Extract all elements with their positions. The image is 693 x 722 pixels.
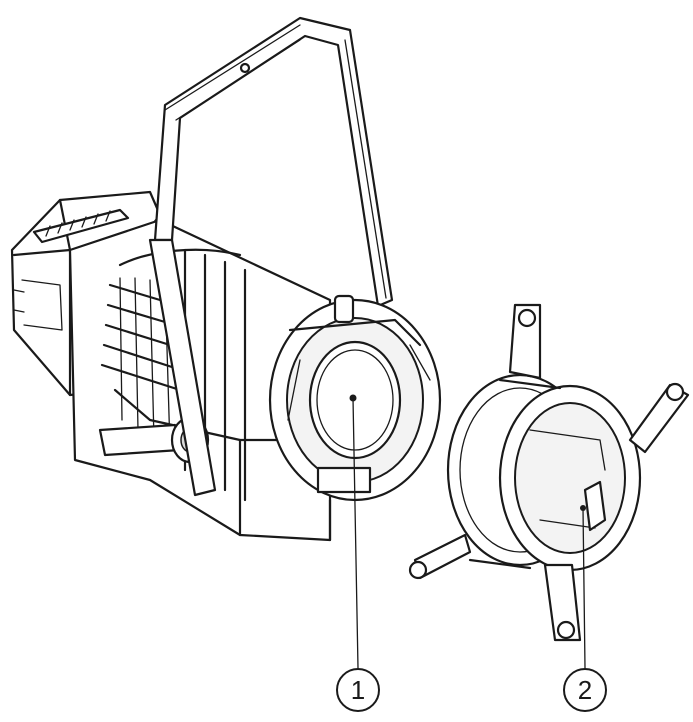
front-lens [308, 340, 402, 460]
mounting-ear-left [408, 533, 472, 580]
spotlight-fixture [10, 16, 442, 542]
callout-2-circle [563, 668, 607, 712]
callout-2-label: 2 [578, 675, 592, 705]
callout-1-leader-line [352, 397, 359, 669]
callout-1-circle [336, 668, 380, 712]
gobo-holder-ring [408, 303, 690, 642]
mounting-ear-top [508, 303, 542, 380]
callout-1: 1 [336, 397, 380, 712]
callout-2: 2 [563, 507, 607, 712]
top-connector-panel [32, 208, 130, 244]
mounting-ear-bottom [543, 563, 582, 642]
callout-2-leader-line [582, 507, 586, 669]
main-body [68, 218, 332, 542]
yoke-bracket [148, 16, 394, 497]
callout-1-label: 1 [351, 675, 365, 705]
mounting-ear-right [628, 382, 690, 454]
